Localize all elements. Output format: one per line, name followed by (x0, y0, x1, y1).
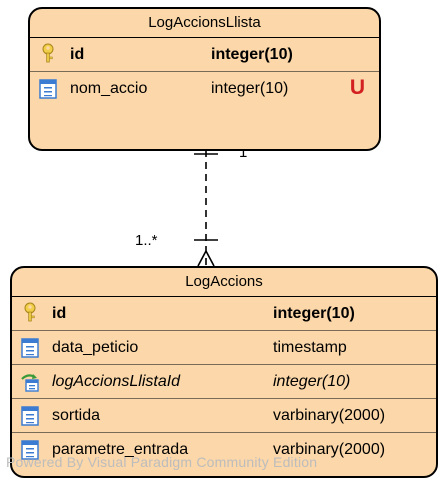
crows-foot-right (205, 250, 215, 267)
primary-key-icon (42, 43, 54, 63)
column-icon (21, 406, 39, 426)
entity-title: LogAccions (12, 268, 436, 297)
column-type: integer(10) (273, 305, 355, 322)
column-row-id[interactable]: id integer(10) (12, 297, 436, 331)
primary-key-icon (24, 302, 36, 322)
column-icon (21, 440, 39, 460)
column-icon (39, 79, 57, 99)
column-name: id (52, 305, 67, 322)
foreign-key-icon (21, 374, 39, 392)
multiplicity-many-label: 1..* (135, 232, 158, 249)
column-row-data-peticio[interactable]: data_peticio timestamp (12, 331, 436, 365)
entity-logaccionsllista[interactable]: LogAccionsLlista id integer(10) nom_acci… (28, 7, 381, 151)
column-type: integer(10) (211, 46, 293, 63)
column-row-id[interactable]: id integer(10) (30, 38, 379, 72)
column-row-nom-accio[interactable]: nom_accio integer(10) U (30, 72, 379, 106)
column-row-parametre-entrada[interactable]: parametre_entrada varbinary(2000) (12, 433, 436, 467)
column-name: sortida (52, 407, 101, 424)
column-row-sortida[interactable]: sortida varbinary(2000) (12, 399, 436, 433)
column-type: integer(10) (211, 80, 289, 97)
column-type: varbinary(2000) (273, 407, 386, 424)
column-type: integer(10) (273, 373, 351, 390)
column-name: nom_accio (70, 80, 148, 97)
column-type: timestamp (273, 339, 347, 356)
column-name: data_peticio (52, 339, 139, 356)
column-name: parametre_entrada (52, 441, 189, 458)
column-icon (21, 338, 39, 358)
column-type: varbinary(2000) (273, 441, 386, 458)
multiplicity-one-label: 1 (239, 144, 248, 161)
column-name: logAccionsLlistaId (52, 373, 181, 390)
entity-title: LogAccionsLlista (30, 9, 379, 38)
crows-foot-left (197, 250, 207, 267)
column-row-logaccionsllistaid[interactable]: logAccionsLlistaId integer(10) (12, 365, 436, 399)
column-name: id (70, 46, 85, 63)
entity-logaccions[interactable]: LogAccions id integer(10) data_peticio t… (10, 266, 438, 478)
unique-constraint-icon: U (349, 76, 365, 99)
